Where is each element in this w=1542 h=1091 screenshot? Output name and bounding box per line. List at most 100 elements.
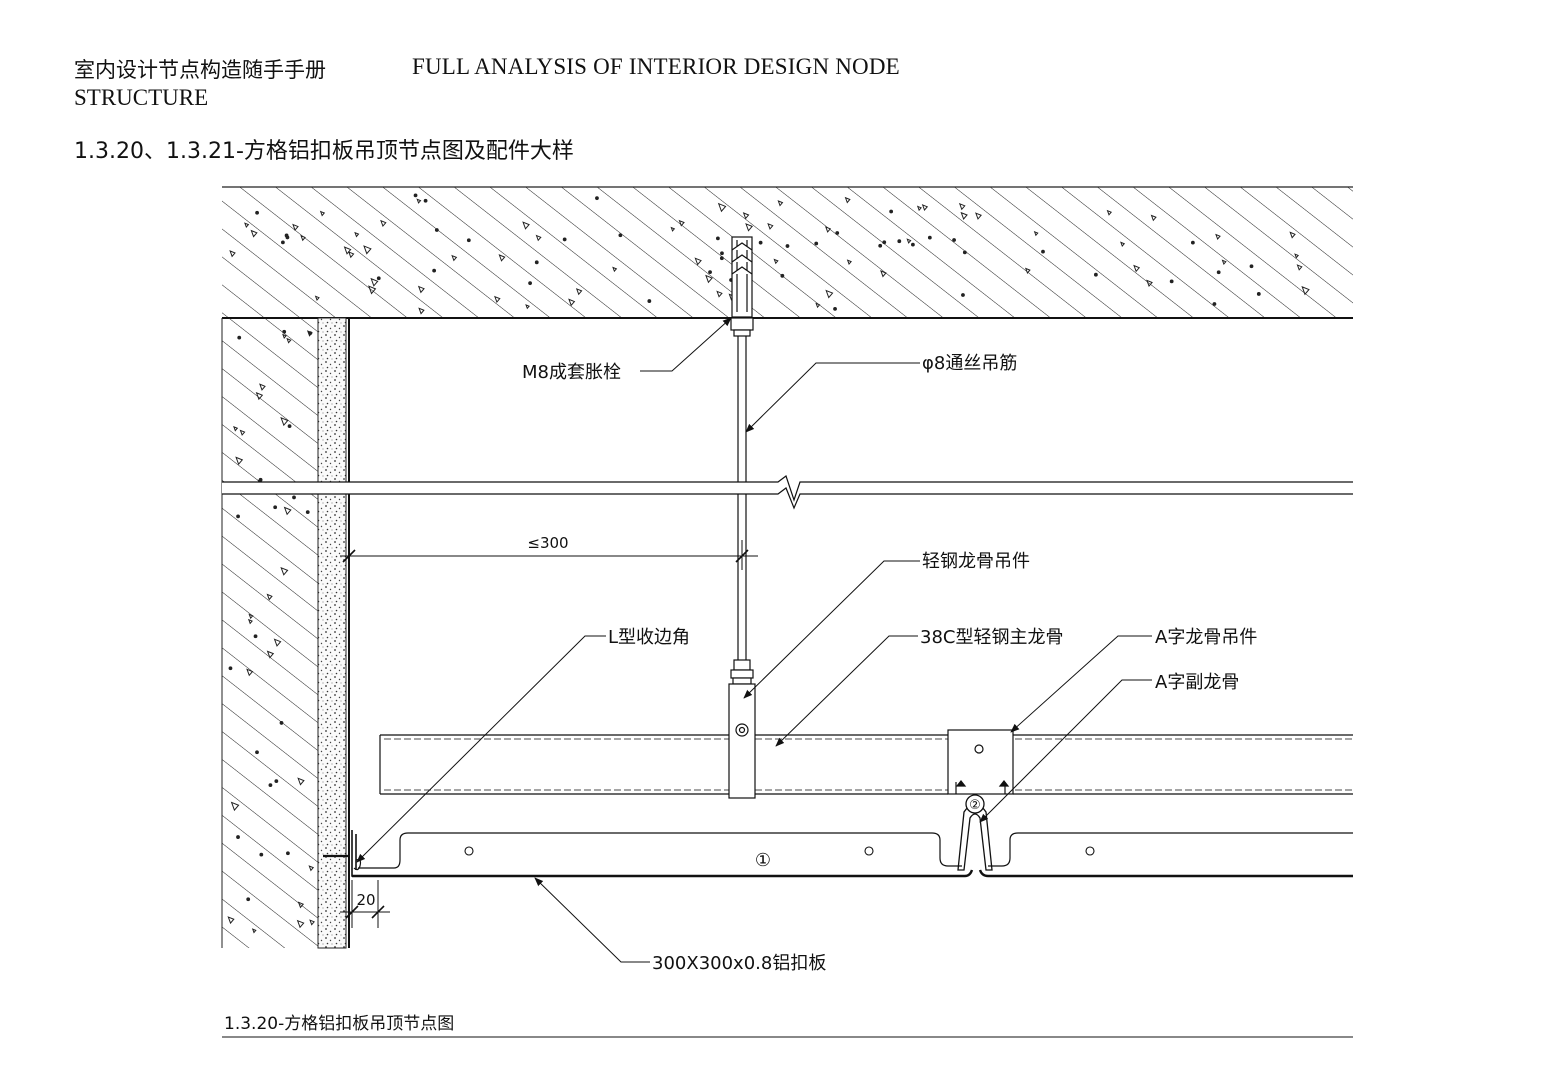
aggregate-mark [233, 426, 239, 432]
aggregate-mark [916, 205, 922, 212]
aggregate-mark [247, 618, 253, 625]
drawing-caption: 1.3.20-方格铝扣板吊顶节点图 [224, 1014, 454, 1034]
aggregate-dot [962, 250, 967, 255]
aggregate-dot [1216, 270, 1221, 275]
aggregate-mark [280, 416, 289, 427]
aggregate-mark [767, 222, 774, 230]
aggregate-dot [911, 242, 915, 247]
label-a-runner: A字副龙骨 [1155, 672, 1239, 693]
aggregate-dot [286, 851, 290, 856]
aggregate-mark [297, 901, 305, 909]
aggregate-mark [363, 245, 372, 255]
dimension-max-offset-label: ≤300 [527, 534, 568, 552]
aggregate-mark [296, 919, 305, 929]
aggregate-dot [259, 852, 264, 857]
aggregate-dot [280, 240, 285, 245]
aggregate-mark [370, 277, 379, 287]
leader-lines [356, 317, 1152, 963]
aggregate-dot [882, 240, 887, 245]
main-runner-hanger [728, 659, 756, 799]
aggregate-mark [1120, 241, 1126, 248]
section-title: 1.3.20、1.3.21-方格铝扣板吊顶节点图及配件大样 [74, 139, 574, 164]
aggregate-dot [432, 268, 437, 273]
aggregate-dot [413, 193, 418, 198]
aggregate-dot [273, 505, 278, 510]
aggregate-dot [758, 240, 763, 245]
aggregate-mark [525, 304, 530, 310]
aggregate-mark [286, 337, 292, 344]
aggregate-dot [833, 306, 837, 311]
aggregate-dot [237, 335, 242, 340]
aggregate-mark [319, 210, 326, 217]
aggregate-mark [844, 196, 851, 204]
aggregate-dot [562, 237, 567, 242]
aggregate-mark [777, 200, 784, 207]
label-main-runner: 38C型轻钢主龙骨 [920, 627, 1063, 648]
aggregate-mark [612, 266, 618, 273]
aggregate-mark [259, 383, 266, 391]
break-line [222, 475, 1353, 510]
aggregate-mark [1294, 253, 1300, 259]
aggregate-mark [266, 593, 273, 601]
aggregate-mark [300, 235, 306, 242]
aggregate-dot [284, 233, 289, 238]
header-title-cn: 室内设计节点构造随手手册 [74, 58, 326, 82]
aggregate-dot [889, 209, 894, 214]
aggregate-mark [825, 289, 834, 299]
aggregate-dot [720, 251, 724, 256]
aggregate-dot [1093, 272, 1098, 277]
panel-mark: ① [755, 850, 771, 871]
dimension-gap [340, 880, 390, 928]
main-runner-38c [379, 734, 1353, 795]
aggregate-mark [244, 222, 250, 229]
aggregate-mark [368, 285, 377, 295]
aggregate-mark [292, 223, 299, 231]
aggregate-mark [716, 290, 723, 298]
aggregate-mark [568, 298, 576, 307]
aggregate-dot [308, 331, 313, 335]
aggregate-dot [279, 721, 284, 725]
aggregate-mark [975, 212, 982, 220]
aggregate-mark [1150, 214, 1157, 222]
aggregate-dot [236, 514, 240, 519]
aggregate-mark [880, 270, 887, 278]
aggregate-mark [343, 246, 352, 255]
aggregate-dot [236, 835, 240, 839]
label-a-runner-hanger: A字龙骨吊件 [1155, 627, 1257, 648]
aggregate-mark [1296, 264, 1303, 271]
header-title-en: FULL ANALYSIS OF INTERIOR DESIGN NODE [412, 54, 900, 79]
aggregate-mark [815, 302, 821, 309]
aggregate-mark [239, 429, 246, 436]
aggregate-mark [227, 916, 235, 925]
aggregate-dot [255, 750, 259, 755]
label-hanger-rod: φ8通丝吊筋 [922, 353, 1017, 374]
aggregate-mark [694, 257, 702, 266]
aggregate-dot [434, 228, 439, 232]
dimension-max-offset [340, 540, 758, 570]
aggregate-mark [1301, 285, 1310, 296]
aggregate-dot [274, 779, 279, 783]
aggregate-mark [230, 801, 240, 812]
aggregate-mark [250, 229, 258, 238]
aggregate-dot [305, 510, 310, 515]
aggregate-mark [1106, 209, 1113, 216]
aggregate-dot [423, 198, 428, 203]
aggregate-mark [575, 288, 583, 296]
aggregate-dot [878, 243, 883, 248]
aggregate-mark [958, 202, 966, 211]
aggregate-mark [354, 231, 360, 238]
aggregate-dot [528, 281, 532, 286]
label-aluminium-panel: 300X300x0.8铝扣板 [652, 953, 826, 974]
aggregate-mark [255, 391, 264, 401]
label-anchor-bolt: M8成套胀栓 [522, 362, 621, 383]
aggregate-mark [494, 295, 501, 304]
aggregate-mark [960, 211, 968, 220]
aggregate-mark [416, 198, 422, 204]
aggregate-mark [235, 456, 244, 466]
aggregate-mark [417, 285, 425, 294]
aggregate-mark [906, 238, 912, 244]
aggregate-mark [678, 219, 685, 227]
aggregate-mark [246, 668, 254, 677]
aggregate-mark [535, 234, 542, 242]
